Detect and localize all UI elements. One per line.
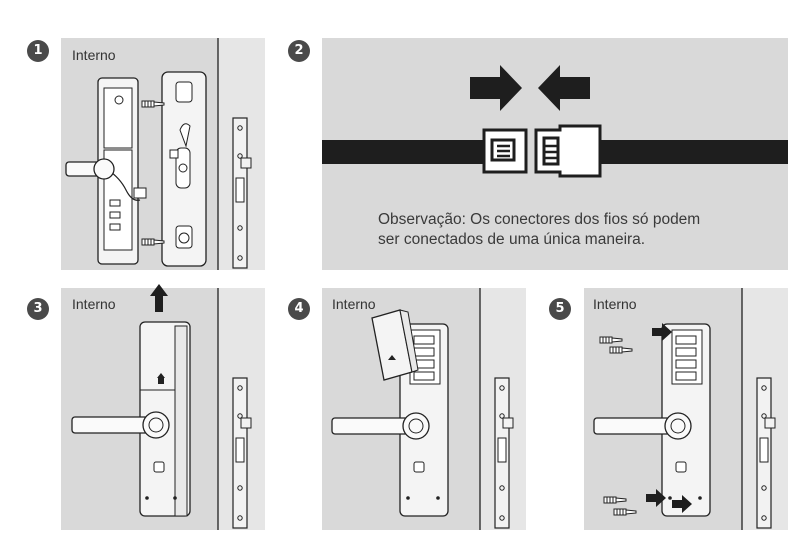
step5-label: Interno	[593, 296, 637, 312]
step-badge-1: 1	[27, 40, 49, 62]
step1-label: Interno	[72, 47, 116, 63]
step-badge-3: 3	[27, 298, 49, 320]
step-badge-2: 2	[288, 40, 310, 62]
step4-label: Interno	[332, 296, 376, 312]
step2-note-line2: ser conectados de uma única maneira.	[378, 231, 646, 248]
step3-label: Interno	[72, 296, 116, 312]
step-badge-5: 5	[549, 298, 571, 320]
step2-note: Observação: Os conectores dos fios só po…	[378, 210, 700, 250]
step-badge-4: 4	[288, 298, 310, 320]
step2-note-line1: Observação: Os conectores dos fios só po…	[378, 211, 701, 228]
